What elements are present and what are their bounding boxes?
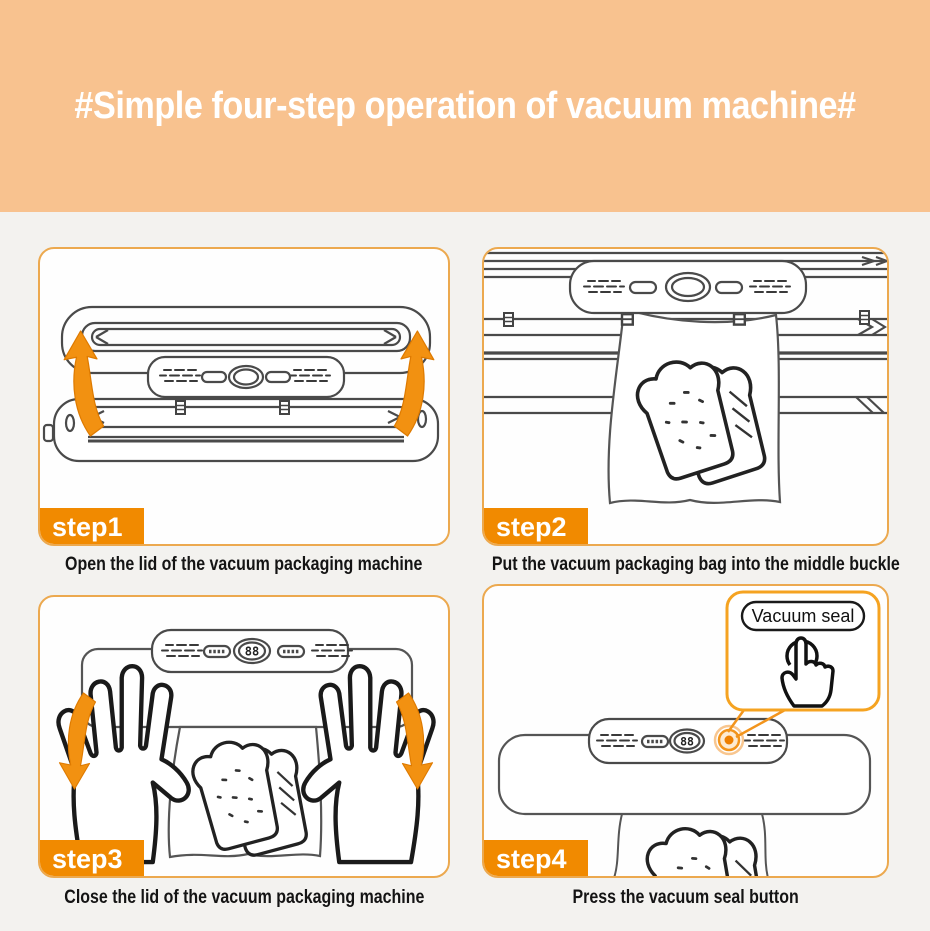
close-lid-illustration: 88 bbox=[40, 628, 448, 876]
page-title: #Simple four-step operation of vacuum ma… bbox=[74, 84, 856, 127]
step4-badge: step4 bbox=[484, 840, 588, 876]
step2-badge: step2 bbox=[484, 508, 588, 544]
step3-caption: Close the lid of the vacuum packaging ma… bbox=[63, 887, 425, 908]
control-panel-bar bbox=[146, 355, 346, 399]
vacuum-machine-open-drawing bbox=[42, 305, 440, 463]
step2-badge-label: step2 bbox=[496, 511, 567, 542]
insert-bag-illustration bbox=[484, 251, 887, 505]
vacuum-seal-label: Vacuum seal bbox=[752, 606, 855, 626]
control-panel-bar bbox=[150, 628, 354, 674]
bag-clip bbox=[859, 310, 870, 325]
step3-badge-label: step3 bbox=[52, 843, 123, 874]
callout-pointer-lines bbox=[726, 708, 786, 739]
step3-panel: 88 step3 bbox=[38, 595, 450, 878]
step4-panel: 88 Vacuum seal step4 bbox=[482, 584, 889, 878]
bread-slices-drawing bbox=[642, 813, 776, 876]
step1-badge-label: step1 bbox=[52, 511, 123, 542]
step4-caption: Press the vacuum seal button bbox=[572, 887, 800, 908]
open-lid-illustration bbox=[42, 305, 440, 463]
step1-panel: step1 bbox=[38, 247, 450, 546]
header-banner: #Simple four-step operation of vacuum ma… bbox=[0, 0, 930, 212]
press-seal-button-illustration: 88 Vacuum seal bbox=[497, 590, 881, 876]
vacuum-seal-callout: Vacuum seal bbox=[725, 590, 881, 712]
step2-caption: Put the vacuum packaging bag into the mi… bbox=[491, 554, 900, 575]
vacuum-bag-drawing bbox=[613, 813, 769, 876]
step3-badge: step3 bbox=[40, 840, 144, 876]
bag-clip bbox=[503, 312, 514, 327]
step4-badge-label: step4 bbox=[496, 843, 567, 874]
control-panel-bar bbox=[568, 259, 808, 315]
led-display: 88 bbox=[680, 735, 694, 749]
step1-caption: Open the lid of the vacuum packaging mac… bbox=[65, 554, 423, 575]
step2-panel: step2 bbox=[482, 247, 889, 546]
tap-press-icon bbox=[780, 636, 835, 708]
step1-badge: step1 bbox=[40, 508, 144, 544]
led-display: 88 bbox=[245, 645, 259, 659]
